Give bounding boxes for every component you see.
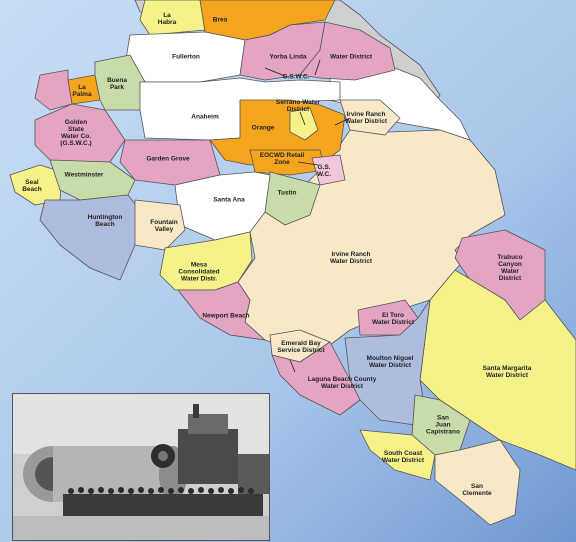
label-huntington-beach: Huntington Beach bbox=[87, 214, 123, 228]
label-emerald-bay: Emerald Bay Service District bbox=[277, 340, 325, 354]
label-serrano: Serrano Water District bbox=[275, 99, 321, 113]
label-yorba-linda: Yorba Linda bbox=[269, 53, 307, 61]
region-santa-margarita[interactable] bbox=[419, 269, 576, 471]
label-seal-beach: Seal Beach bbox=[22, 179, 42, 193]
label-gswc-north: G.S.W.C. bbox=[282, 73, 310, 81]
region-la-habra[interactable] bbox=[139, 0, 206, 36]
label-yorba-linda-water: Water District bbox=[329, 53, 373, 61]
region-south-coast[interactable] bbox=[359, 429, 436, 481]
leader-serrano bbox=[299, 111, 306, 126]
label-san-juan: San Juan Capistrano bbox=[426, 414, 460, 436]
leader-yorba-water bbox=[314, 59, 321, 76]
label-eocwd: EOCWD Retail Zone bbox=[259, 152, 305, 166]
label-la-habra: La Habra bbox=[157, 12, 177, 26]
region-yorba-linda-water[interactable] bbox=[299, 21, 396, 81]
region-santa-ana[interactable] bbox=[174, 171, 271, 241]
region-irvine-ranch-north[interactable] bbox=[339, 99, 401, 136]
label-san-clemente: San Clemente bbox=[462, 483, 492, 497]
leader-gswc-north bbox=[264, 67, 286, 77]
label-golden-state: Golden State Water Co. (G.S.W.C.) bbox=[60, 119, 92, 147]
label-irvine-ranch-north: Irvine Ranch Water District bbox=[344, 111, 388, 125]
region-fountain-valley[interactable] bbox=[134, 199, 186, 251]
region-serrano[interactable] bbox=[289, 107, 319, 141]
label-mesa: Mesa Consolidated Water Distr. bbox=[178, 261, 220, 283]
label-garden-grove: Garden Grove bbox=[146, 155, 190, 163]
label-gswc-tustin: G.S. W.C. bbox=[316, 164, 332, 178]
label-la-palma: La Palma bbox=[72, 84, 92, 98]
region-buena-park[interactable] bbox=[94, 54, 146, 111]
region-eocwd[interactable] bbox=[249, 149, 326, 176]
region-san-clemente[interactable] bbox=[434, 439, 521, 526]
region-laguna-beach[interactable] bbox=[271, 341, 361, 416]
label-fullerton: Fullerton bbox=[172, 53, 200, 61]
region-huntington-beach[interactable] bbox=[39, 194, 141, 281]
label-anaheim: Anaheim bbox=[191, 113, 219, 121]
label-brea: Brea bbox=[212, 16, 228, 24]
label-moulton-niguel: Moulton Niguel Water District bbox=[366, 355, 414, 369]
label-buena-park: Buena Park bbox=[107, 77, 127, 91]
leader-emerald bbox=[289, 359, 296, 373]
label-trabuco: Trabuco Canyon Water District bbox=[497, 254, 523, 282]
photo-illustration bbox=[13, 394, 269, 540]
historic-photo bbox=[12, 393, 270, 541]
label-orange: Orange bbox=[251, 124, 275, 132]
label-tustin: Tustin bbox=[277, 189, 297, 197]
leader-irvine-north bbox=[334, 117, 351, 126]
label-fountain-valley: Fountain Valley bbox=[150, 219, 178, 233]
label-santa-ana: Santa Ana bbox=[213, 196, 245, 204]
region-newport-beach[interactable] bbox=[177, 281, 266, 341]
label-el-toro: El Toro Water District bbox=[371, 312, 415, 326]
leader-eocwd bbox=[297, 161, 319, 166]
label-westminster: Westminster bbox=[64, 171, 104, 179]
label-irvine-ranch: Irvine Ranch Water District bbox=[329, 251, 373, 265]
region-gswc-tustin[interactable] bbox=[311, 154, 346, 186]
label-santa-margarita: Santa Margarita Water District bbox=[482, 365, 532, 379]
label-south-coast: South Coast Water District bbox=[381, 450, 425, 464]
label-newport-beach: Newport Beach bbox=[202, 312, 250, 320]
label-laguna-beach: Laguna Beach County Water District bbox=[307, 376, 377, 390]
